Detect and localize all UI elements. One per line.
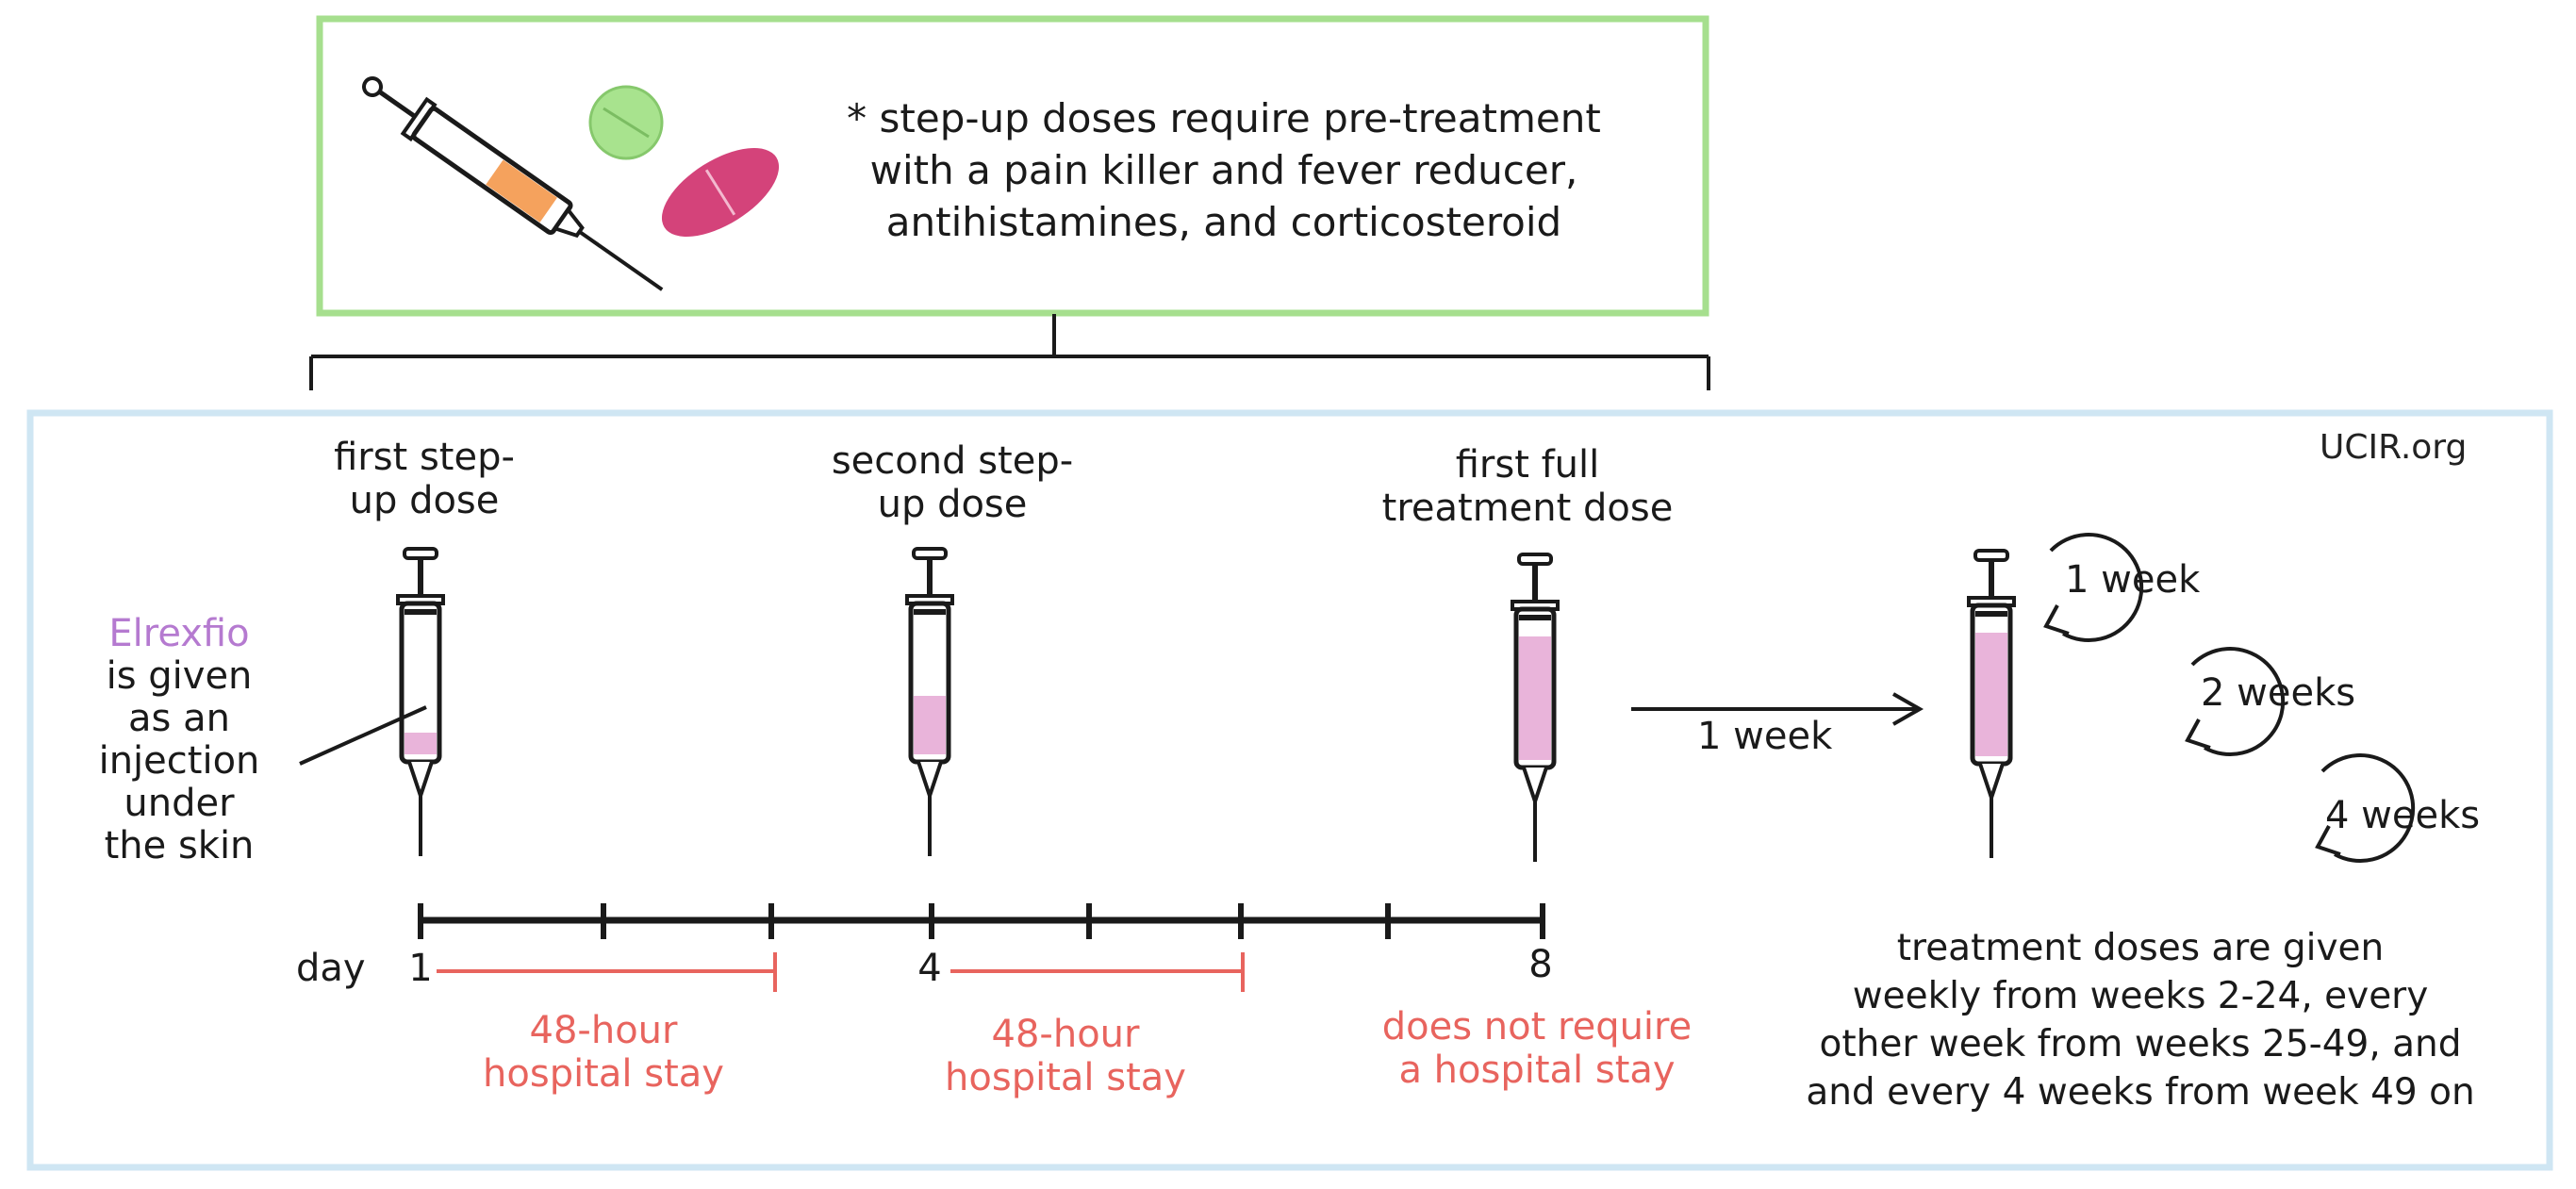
drug-note-line: as an [128, 697, 230, 740]
stay-line: 48-hour [529, 1009, 678, 1052]
cycle-label-3: 4 weeks [2325, 794, 2481, 837]
dose-title-3: first full treatment dose [1339, 443, 1716, 530]
dose-title-2: second step- up dose [792, 439, 1113, 526]
syringe-icon [362, 76, 664, 291]
premed-line: with a pain killer and fever reducer, [869, 147, 1578, 193]
schedule-note: treatment doses are given weekly from we… [1754, 924, 2527, 1116]
hospital-stay-bar-1 [437, 952, 777, 992]
syringe-dose-1-icon [396, 547, 445, 856]
timeline-ticks [418, 903, 1545, 939]
schedule-line: other week from weeks 25-49, and [1819, 1023, 2462, 1065]
day-number-8: 8 [1528, 943, 1553, 986]
premed-box [316, 15, 1709, 317]
drug-note-line: the skin [104, 824, 255, 867]
cycle-arrow-icon [2043, 533, 2144, 642]
syringe-dose-3-icon [1511, 553, 1560, 862]
cycle-arrow-icon [2185, 647, 2286, 756]
day-label: day [296, 947, 366, 990]
dose-title-line: treatment dose [1381, 487, 1674, 530]
magenta-pill-icon [661, 148, 780, 237]
interval-arrow [1631, 692, 1924, 726]
drug-note: Elrexfio is given as an injection under … [66, 613, 292, 867]
drug-note-line: under [124, 782, 235, 825]
watermark: UCIR.org [2320, 428, 2468, 467]
dose-title-line: up dose [349, 479, 500, 522]
hospital-stay-label-1: 48-hour hospital stay [443, 1009, 764, 1096]
premed-note: * step-up doses require pre-treatment wi… [771, 92, 1676, 248]
schedule-line: weekly from weeks 2-24, every [1852, 975, 2429, 1017]
stay-line: 48-hour [991, 1013, 1140, 1056]
cycle-arrow-icon [2315, 753, 2416, 863]
drug-note-line: injection [98, 739, 260, 783]
green-pill-icon [588, 85, 664, 160]
hospital-stay-bar-2 [950, 952, 1245, 992]
dose-title-1: first step- up dose [283, 436, 566, 522]
dose-title-line: first step- [334, 436, 515, 479]
cycle-label-2: 2 weeks [2201, 671, 2356, 715]
main-panel [26, 409, 2553, 1171]
stay-line: hospital stay [945, 1056, 1186, 1099]
dose-title-line: first full [1455, 443, 1600, 487]
interval-label: 1 week [1697, 715, 1833, 758]
cycle-label-1: 1 week [2065, 558, 2201, 602]
stay-line: hospital stay [483, 1052, 724, 1096]
hospital-stay-label-2: 48-hour hospital stay [905, 1013, 1226, 1099]
drug-note-line: is given [106, 654, 253, 698]
day-number-1: 1 [408, 947, 433, 990]
day-number-4: 4 [917, 947, 942, 990]
dose-title-line: up dose [877, 483, 1028, 526]
schedule-line: and every 4 weeks from week 49 on [1806, 1071, 2475, 1114]
stay-line: a hospital stay [1398, 1049, 1676, 1092]
drug-name: Elrexfio [108, 612, 250, 655]
syringe-dose-2-icon [905, 547, 954, 856]
schedule-line: treatment doses are given [1896, 927, 2385, 969]
hospital-stay-label-3: does not require a hospital stay [1348, 1005, 1726, 1092]
pointer-line [299, 705, 427, 766]
dose-title-line: second step- [831, 439, 1074, 483]
bracket [309, 314, 1710, 390]
premed-line: antihistamines, and corticosteroid [885, 199, 1562, 245]
syringe-maintenance-icon [1967, 549, 2016, 858]
stay-line: does not require [1381, 1005, 1693, 1049]
premed-line: * step-up doses require pre-treatment [847, 95, 1601, 141]
